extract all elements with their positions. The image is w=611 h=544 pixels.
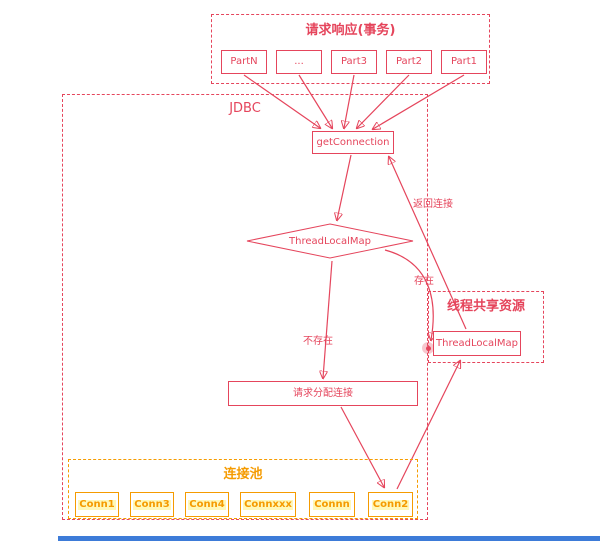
diamond-shape xyxy=(246,223,414,259)
bottom-scrollbar[interactable] xyxy=(58,536,600,541)
edge-label-exists: 存在 xyxy=(414,276,434,287)
node-connn[interactable]: Connn xyxy=(309,492,355,517)
node-conn4[interactable]: Conn4 xyxy=(185,492,229,517)
connxxx-label: Connxxx xyxy=(243,498,293,510)
jdbc-title: JDBC xyxy=(229,101,261,116)
conn3-label: Conn3 xyxy=(133,498,171,510)
shared-resources-title: 线程共享资源 xyxy=(446,299,525,314)
request-response-group xyxy=(211,14,490,84)
node-part3[interactable]: Part3 xyxy=(331,50,377,74)
node-threadlocalmap[interactable]: ThreadLocalMap xyxy=(433,331,521,356)
node-part2[interactable]: Part2 xyxy=(386,50,432,74)
edge-label-not-exists: 不存在 xyxy=(303,336,333,347)
jdbc-group xyxy=(62,94,428,520)
shared-resources-group xyxy=(428,291,544,363)
node-conn1[interactable]: Conn1 xyxy=(75,492,119,517)
node-part1[interactable]: Part1 xyxy=(441,50,487,74)
conn2-label: Conn2 xyxy=(371,498,410,510)
conn1-label: Conn1 xyxy=(78,498,116,510)
node-partn[interactable]: PartN xyxy=(221,50,267,74)
node-getconnection[interactable]: getConnection xyxy=(312,131,394,154)
anchor-dot-core xyxy=(425,345,431,351)
request-response-title: 请求响应(事务) xyxy=(305,23,396,38)
threadlocalmap-decision-label: ThreadLocalMap xyxy=(289,235,371,247)
node-conn3[interactable]: Conn3 xyxy=(130,492,174,517)
connection-pool-group xyxy=(68,459,418,519)
connection-anchor-dot[interactable] xyxy=(422,342,434,354)
node-threadlocalmap-decision[interactable]: ThreadLocalMap xyxy=(246,223,414,259)
connection-pool-title: 连接池 xyxy=(223,467,263,482)
node-conn2[interactable]: Conn2 xyxy=(368,492,413,517)
node-connxxx[interactable]: Connxxx xyxy=(240,492,296,517)
connn-label: Connn xyxy=(313,498,351,510)
conn4-label: Conn4 xyxy=(188,498,226,510)
edge-label-return-connection: 返回连接 xyxy=(413,199,453,210)
node-allocate-connection[interactable]: 请求分配连接 xyxy=(228,381,418,406)
node-part-ellipsis[interactable]: ... xyxy=(276,50,322,74)
